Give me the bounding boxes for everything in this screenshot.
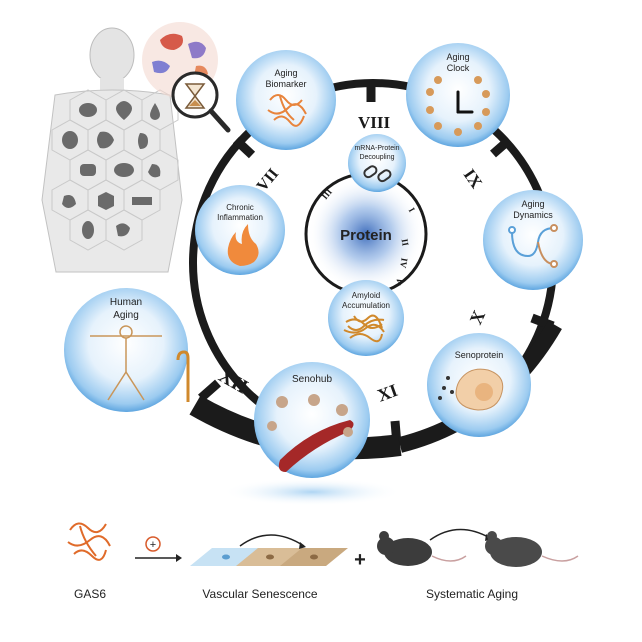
node-amyloid-accumulation: Amyloid Accumulation [328, 280, 404, 356]
aged-mouse-icon [485, 531, 579, 567]
node-mrna-protein-decoupling: mRNA-Protein Decoupling [348, 134, 406, 192]
node-clock-label-2: Clock [447, 63, 470, 73]
roman-numeral-viii: VIII [358, 113, 391, 132]
node-human-label-1: Human [110, 297, 142, 308]
node-amyloid-label-1: Amyloid [352, 291, 380, 300]
senohub-organ-icons [267, 394, 353, 437]
curved-arrow-vascular [239, 534, 305, 547]
senohub-base-glow [222, 478, 402, 506]
node-amyloid-label-2: Accumulation [342, 301, 390, 310]
magnifier-hourglass-icon [142, 22, 231, 133]
secreted-dots [438, 376, 454, 400]
node-biomarker-label-2: Biomarker [265, 79, 306, 89]
curved-arrow-mouse [429, 528, 491, 541]
node-dynamics-label-1: Aging [521, 199, 544, 209]
cell-nucleus-icon [475, 383, 493, 401]
plus-sign: + [354, 549, 366, 571]
node-senohub: Senohub [222, 362, 402, 506]
vascular-senescence-label: Vascular Senescence [202, 587, 318, 601]
organ-hexagon-grid [51, 89, 179, 251]
gas6-protein-icon [67, 522, 111, 561]
circle-plus-icon [145, 536, 161, 552]
node-biomarker-label-1: Aging [274, 68, 297, 78]
roman-numeral-xi: XI [375, 380, 401, 406]
node-mrna-label-2: Decoupling [359, 154, 394, 161]
gas6-label: GAS6 [74, 587, 106, 601]
blood-vessel-icon [278, 420, 354, 472]
inner-numeral-4: IV [398, 257, 410, 269]
node-human-aging: Human Aging [64, 288, 190, 412]
organ-icons [62, 101, 161, 239]
node-senoprotein: Senoprotein [427, 333, 531, 437]
systematic-aging-label: Systematic Aging [426, 587, 518, 601]
clock-organ-dots [426, 76, 490, 136]
node-senohub-label: Senohub [292, 374, 332, 385]
node-aging-dynamics: Aging Dynamics [483, 190, 583, 290]
circle-plus-sign: + [150, 539, 156, 551]
center-protein-label: Protein [340, 227, 392, 244]
node-dynamics-label-2: Dynamics [513, 210, 553, 220]
flame-icon [227, 224, 259, 266]
node-aging-biomarker: Aging Biomarker [236, 50, 336, 150]
walking-cane-icon [176, 350, 190, 402]
young-mouse-icon [377, 531, 467, 566]
bottom-pathway: GAS6 + Vascular Senescence + [67, 522, 579, 601]
node-human-label-2: Aging [113, 310, 139, 321]
inner-numeral-5: V [393, 276, 405, 287]
node-chronic-inflammation: Chronic Inflammation [195, 185, 285, 275]
node-inflammation-label-2: Inflammation [217, 213, 263, 222]
roman-numeral-ix: IX [460, 165, 487, 192]
node-inflammation-label-1: Chronic [226, 203, 254, 212]
vitruvian-man-icon [90, 325, 162, 401]
amyloid-fibril-icon [343, 314, 385, 343]
protein-structure-icon [267, 94, 307, 127]
dynamics-curve-icon [508, 224, 558, 268]
node-aging-clock: Aging Clock [406, 43, 510, 147]
roman-numeral-x: X [466, 307, 490, 327]
inner-ring: I II III IV V Protein [304, 172, 428, 296]
clock-hands-icon [456, 90, 474, 114]
vascular-cells-icon [190, 548, 348, 566]
node-senoprotein-label: Senoprotein [455, 350, 504, 360]
inner-numeral-1: I [407, 206, 418, 214]
broken-chain-icon [363, 165, 392, 183]
node-clock-label-1: Aging [446, 52, 469, 62]
inner-numeral-2: II [400, 238, 411, 247]
node-mrna-label-1: mRNA-Protein [354, 145, 399, 152]
human-body-figure [41, 27, 183, 273]
